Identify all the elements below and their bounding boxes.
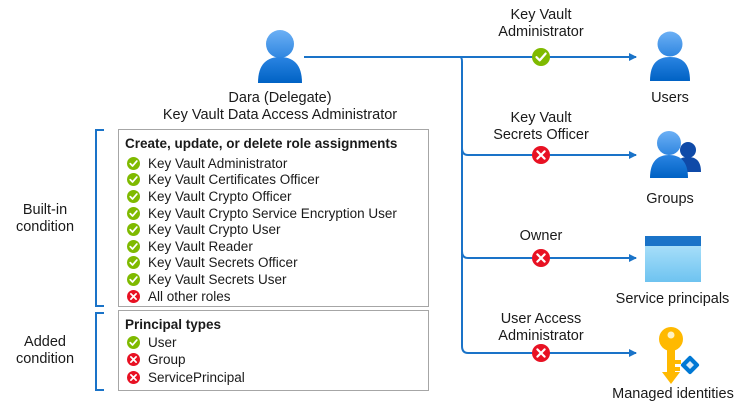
principal-item: ServicePrincipal — [127, 369, 245, 386]
roles-condition-box: Create, update, or delete role assignmen… — [118, 129, 429, 307]
check-icon — [127, 223, 140, 237]
branch-role-label: Key Vault Administrator — [498, 7, 584, 40]
added-condition-label: Added condition — [15, 334, 75, 367]
check-icon — [127, 156, 140, 170]
added-condition-bracket — [95, 312, 104, 391]
role-item-label: Key Vault Reader — [148, 238, 253, 254]
branch-role-label: Owner — [519, 228, 563, 244]
branch-role-label: User Access Administrator — [498, 311, 584, 344]
arrow-groups — [461, 147, 637, 159]
role-item-label: Key Vault Secrets Officer — [148, 255, 298, 271]
builtin-condition-bracket — [95, 129, 104, 307]
x-icon — [127, 289, 140, 303]
target-label-service-principals: Service principals — [615, 291, 730, 307]
group-icon — [650, 131, 701, 178]
role-item: Key Vault Secrets Officer — [127, 255, 298, 272]
check-icon — [127, 173, 140, 187]
check-icon — [127, 335, 140, 349]
role-item-label: Key Vault Secrets User — [148, 271, 287, 287]
app-window-icon — [645, 236, 701, 282]
builtin-condition-label: Built-in condition — [15, 202, 75, 235]
x-icon — [127, 370, 140, 384]
connector-trunk — [459, 56, 469, 354]
role-item: Key Vault Reader — [127, 238, 253, 255]
user-icon — [650, 31, 690, 81]
role-item-label: Key Vault Certificates Officer — [148, 172, 320, 188]
delegate-role: Key Vault Data Access Administrator — [162, 107, 398, 123]
key-identity-icon — [659, 327, 700, 384]
role-item-label: Key Vault Crypto Service Encryption User — [148, 205, 397, 221]
check-icon — [127, 206, 140, 220]
role-item: Key Vault Secrets User — [127, 271, 287, 288]
target-label-groups: Groups — [646, 191, 694, 207]
target-label-managed-identities: Managed identities — [612, 386, 734, 402]
role-item-label: Key Vault Administrator — [148, 155, 288, 171]
check-icon — [127, 256, 140, 270]
target-label-users: Users — [651, 90, 689, 106]
role-item-label: Key Vault Crypto User — [148, 222, 281, 238]
branch-status-denied-icon — [530, 144, 552, 166]
principal-item: User — [127, 334, 177, 351]
role-item: Key Vault Crypto Officer — [127, 188, 292, 205]
roles-header: Create, update, or delete role assignmen… — [125, 136, 398, 151]
delegate-name: Dara (Delegate) — [228, 90, 332, 106]
principal-item-label: User — [148, 334, 177, 350]
branch-status-allowed-icon — [530, 46, 552, 68]
check-icon — [127, 189, 140, 203]
role-item: Key Vault Crypto Service Encryption User — [127, 205, 397, 222]
role-item: Key Vault Crypto User — [127, 221, 281, 238]
delegate-user-icon — [258, 30, 302, 83]
principal-item-label: ServicePrincipal — [148, 369, 245, 385]
role-item: All other roles — [127, 288, 231, 305]
branch-status-denied-icon — [530, 247, 552, 269]
branch-status-denied-icon — [530, 342, 552, 364]
role-item: Key Vault Certificates Officer — [127, 172, 319, 189]
check-icon — [127, 272, 140, 286]
role-item: Key Vault Administrator — [127, 155, 287, 172]
x-icon — [127, 353, 140, 367]
role-item-label: Key Vault Crypto Officer — [148, 188, 292, 204]
arrow-service-principals — [461, 250, 637, 262]
principal-item: Group — [127, 352, 186, 369]
branch-role-label: Key Vault Secrets Officer — [493, 110, 589, 143]
principal-item-label: Group — [148, 352, 186, 368]
role-item-label: All other roles — [148, 288, 231, 304]
principal-types-header: Principal types — [125, 317, 222, 332]
check-icon — [127, 239, 140, 253]
